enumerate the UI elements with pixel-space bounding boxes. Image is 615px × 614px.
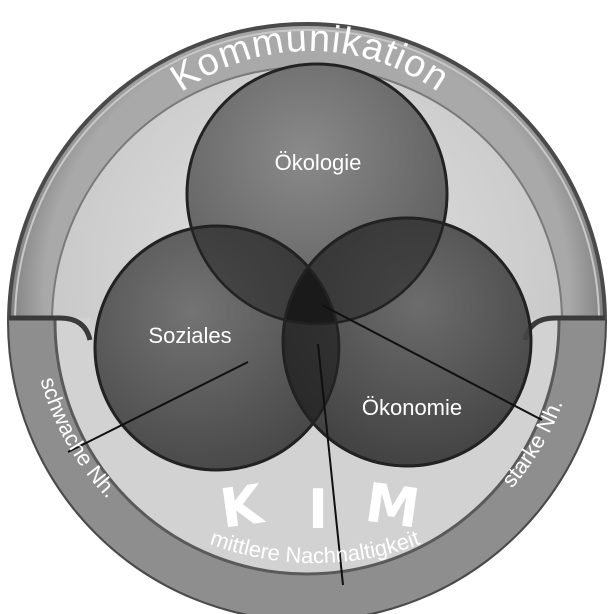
pointer-line-schwache — [67, 361, 249, 453]
kim-letter-m: M — [362, 471, 424, 541]
label-oekologie: Ökologie — [275, 150, 362, 175]
label-oekonomie: Ökonomie — [362, 395, 462, 420]
kim-letter-i: I — [308, 478, 328, 541]
kim-logo: K I M — [216, 471, 423, 541]
pointer-lines — [67, 304, 543, 586]
pointer-line-starke — [321, 304, 543, 421]
label-soziales: Soziales — [148, 323, 231, 348]
overlap-regions — [187, 218, 447, 466]
pointer-line-mittlere — [317, 343, 344, 586]
